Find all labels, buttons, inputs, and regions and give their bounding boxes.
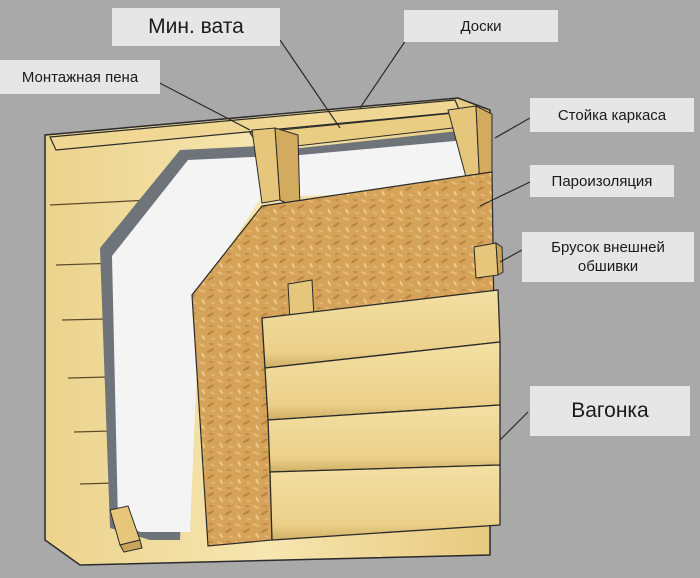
bottom-block	[109, 505, 143, 553]
label-stoyka-karkasa: Стойка каркаса	[530, 98, 694, 132]
leader-lines	[149, 33, 531, 441]
outer-battens	[287, 242, 504, 321]
label-min-vata: Мин. вата	[112, 8, 280, 46]
lining-boards	[261, 289, 501, 541]
label-doski: Доски	[404, 10, 558, 42]
label-paroizolyatsiya: Пароизоляция	[530, 165, 674, 197]
label-brusok-line1: Брусок внешней	[551, 239, 665, 256]
label-brusok-line2: обшивки	[577, 258, 639, 275]
label-montazhnaya-pena: Монтажная пена	[0, 60, 160, 94]
label-brusok-vneshney-obshivki: Брусок внешней обшивки	[522, 232, 694, 282]
mineral-wool	[100, 130, 470, 540]
label-vagonka: Вагонка	[530, 386, 690, 436]
